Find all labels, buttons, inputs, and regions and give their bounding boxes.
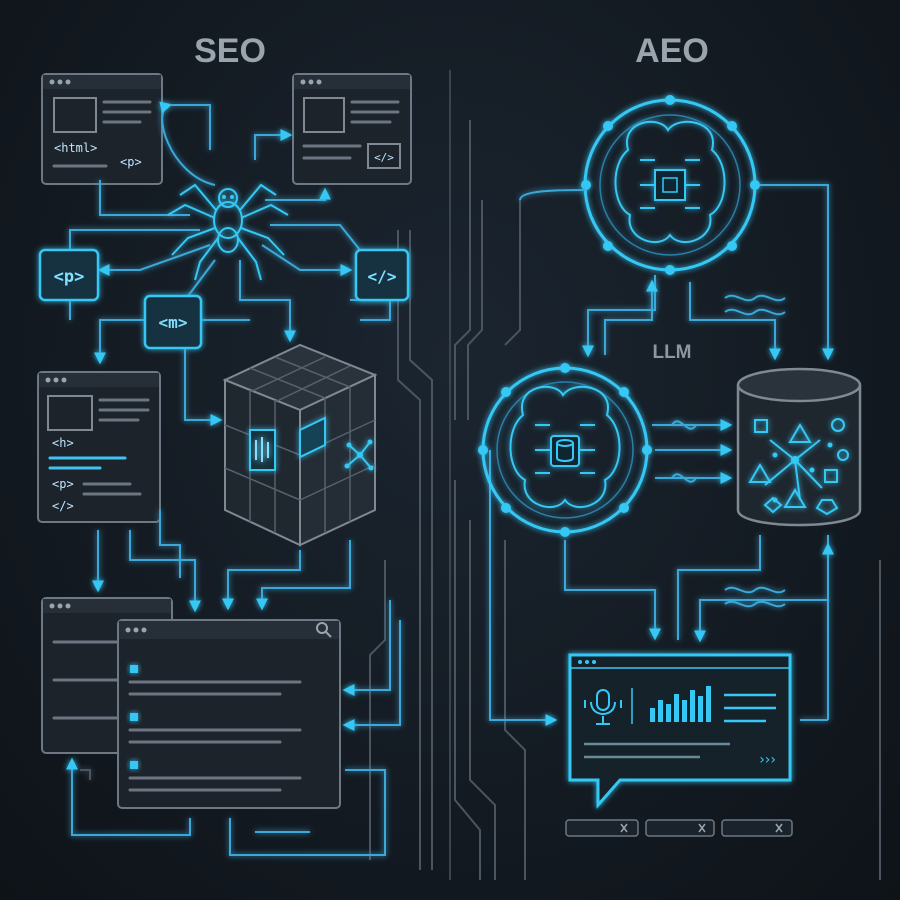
circuit-traces-right (454, 120, 881, 880)
seo-title: SEO (194, 32, 266, 70)
close-tag-small: </> (52, 499, 74, 513)
markup-document-window: <h> <p> </> (37, 371, 161, 523)
chevrons-icon: ››› (759, 752, 776, 768)
circuit-traces-left (369, 230, 433, 870)
network-icon (344, 439, 374, 471)
seo-flow-arrows (66, 510, 401, 856)
m-tag-label: <m> (159, 313, 188, 332)
close-tag-box: </> (354, 248, 410, 302)
close-icon[interactable] (698, 823, 706, 833)
llm-label: LLM (652, 342, 691, 363)
chip[interactable] (565, 819, 639, 837)
database-icon (736, 367, 862, 527)
h-tag: <h> (52, 436, 74, 450)
spider-icon (167, 183, 289, 281)
search-icon[interactable] (316, 622, 332, 638)
index-cube (222, 343, 378, 547)
result-item[interactable] (128, 665, 302, 696)
microphone-icon[interactable] (584, 689, 622, 725)
brain-chip-icon (581, 95, 760, 275)
bar-chart-icon (650, 686, 711, 722)
code-document-window: </> (292, 73, 412, 185)
brain-to-database-arrows (652, 419, 733, 484)
answer-chips (565, 819, 793, 837)
llm-brain-icon (478, 363, 652, 537)
aeo-title: AEO (635, 32, 709, 70)
html-tag: <html> (54, 141, 97, 155)
close-icon[interactable] (620, 823, 628, 833)
result-item[interactable] (128, 761, 302, 792)
result-item[interactable] (128, 713, 302, 744)
code-icon: </> (374, 151, 394, 164)
aeo-connectors (489, 184, 834, 726)
html-document-window: <html> <p> (41, 73, 163, 185)
answer-chat-window: ››› (568, 653, 792, 809)
p-tag: <p> (120, 155, 142, 169)
search-results-window (117, 619, 341, 809)
p-tag-box: <p> (38, 248, 100, 302)
chip[interactable] (721, 819, 793, 837)
m-tag-box: <m> (143, 294, 203, 350)
p-tag-label: <p> (54, 267, 85, 287)
close-icon[interactable] (775, 823, 783, 833)
p-tag-small: <p> (52, 477, 74, 491)
chip[interactable] (645, 819, 715, 837)
close-tag-label: </> (368, 267, 397, 286)
spider-connectors (69, 101, 391, 426)
